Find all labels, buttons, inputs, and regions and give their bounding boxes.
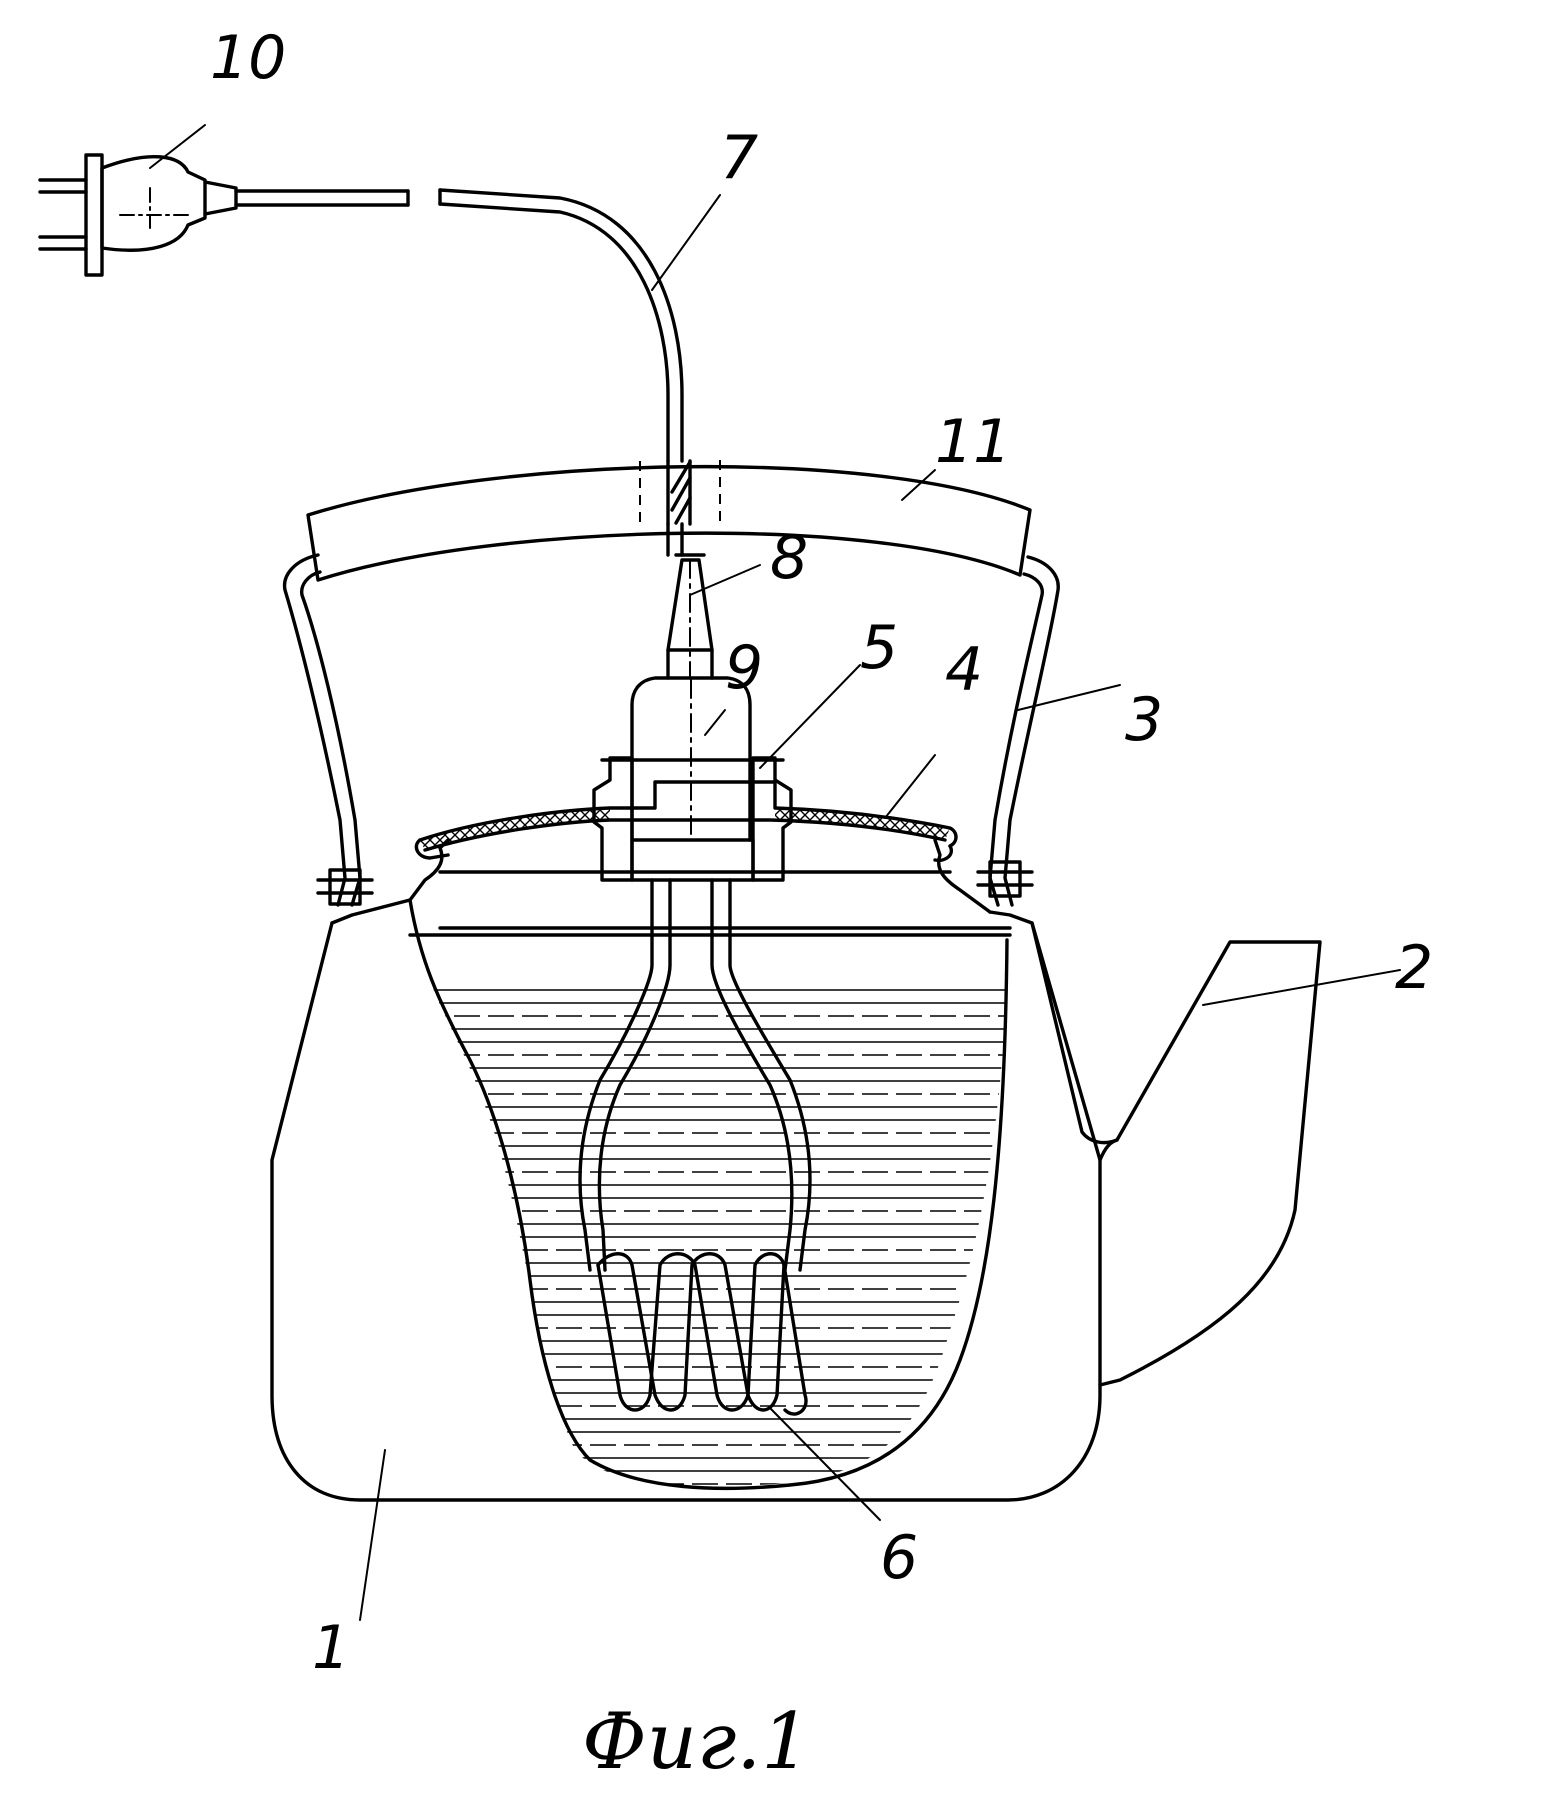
- spout: [1030, 921, 1322, 1387]
- handle-grip: [306, 459, 1032, 582]
- label-heater-coil: 6: [880, 1523, 918, 1593]
- left-bolt: [316, 868, 374, 906]
- heater-coil: [578, 878, 812, 1416]
- power-cord: [234, 188, 684, 557]
- label-handle-bracket: 3: [1125, 685, 1163, 755]
- label-body: 1: [312, 1613, 350, 1683]
- water-cutaway: [408, 898, 1012, 1491]
- right-bolt: [976, 860, 1034, 898]
- cord-sleeve: [666, 553, 714, 680]
- plug: [38, 153, 238, 277]
- lid: [414, 780, 958, 863]
- label-heater-head: 9: [725, 633, 763, 703]
- handle-bracket: [282, 553, 1060, 907]
- label-cord: 7: [720, 123, 758, 193]
- figure-caption: Фиг.1: [582, 1697, 811, 1787]
- label-spout: 2: [1395, 933, 1433, 1003]
- label-cord-sleeve: 8: [770, 523, 808, 593]
- leader-lines: [149, 124, 1401, 1621]
- label-lid: 4: [945, 635, 983, 705]
- heater-head: [630, 676, 752, 842]
- label-plug: 10: [210, 23, 286, 93]
- callout-labels: 10 7 11 8 9 5 4 3 2 6 1: [210, 23, 1433, 1683]
- kettle-neck: [408, 838, 1012, 930]
- label-seal: 5: [860, 613, 898, 683]
- label-handle-grip: 11: [935, 407, 1011, 477]
- kettle-body: [270, 898, 1102, 1502]
